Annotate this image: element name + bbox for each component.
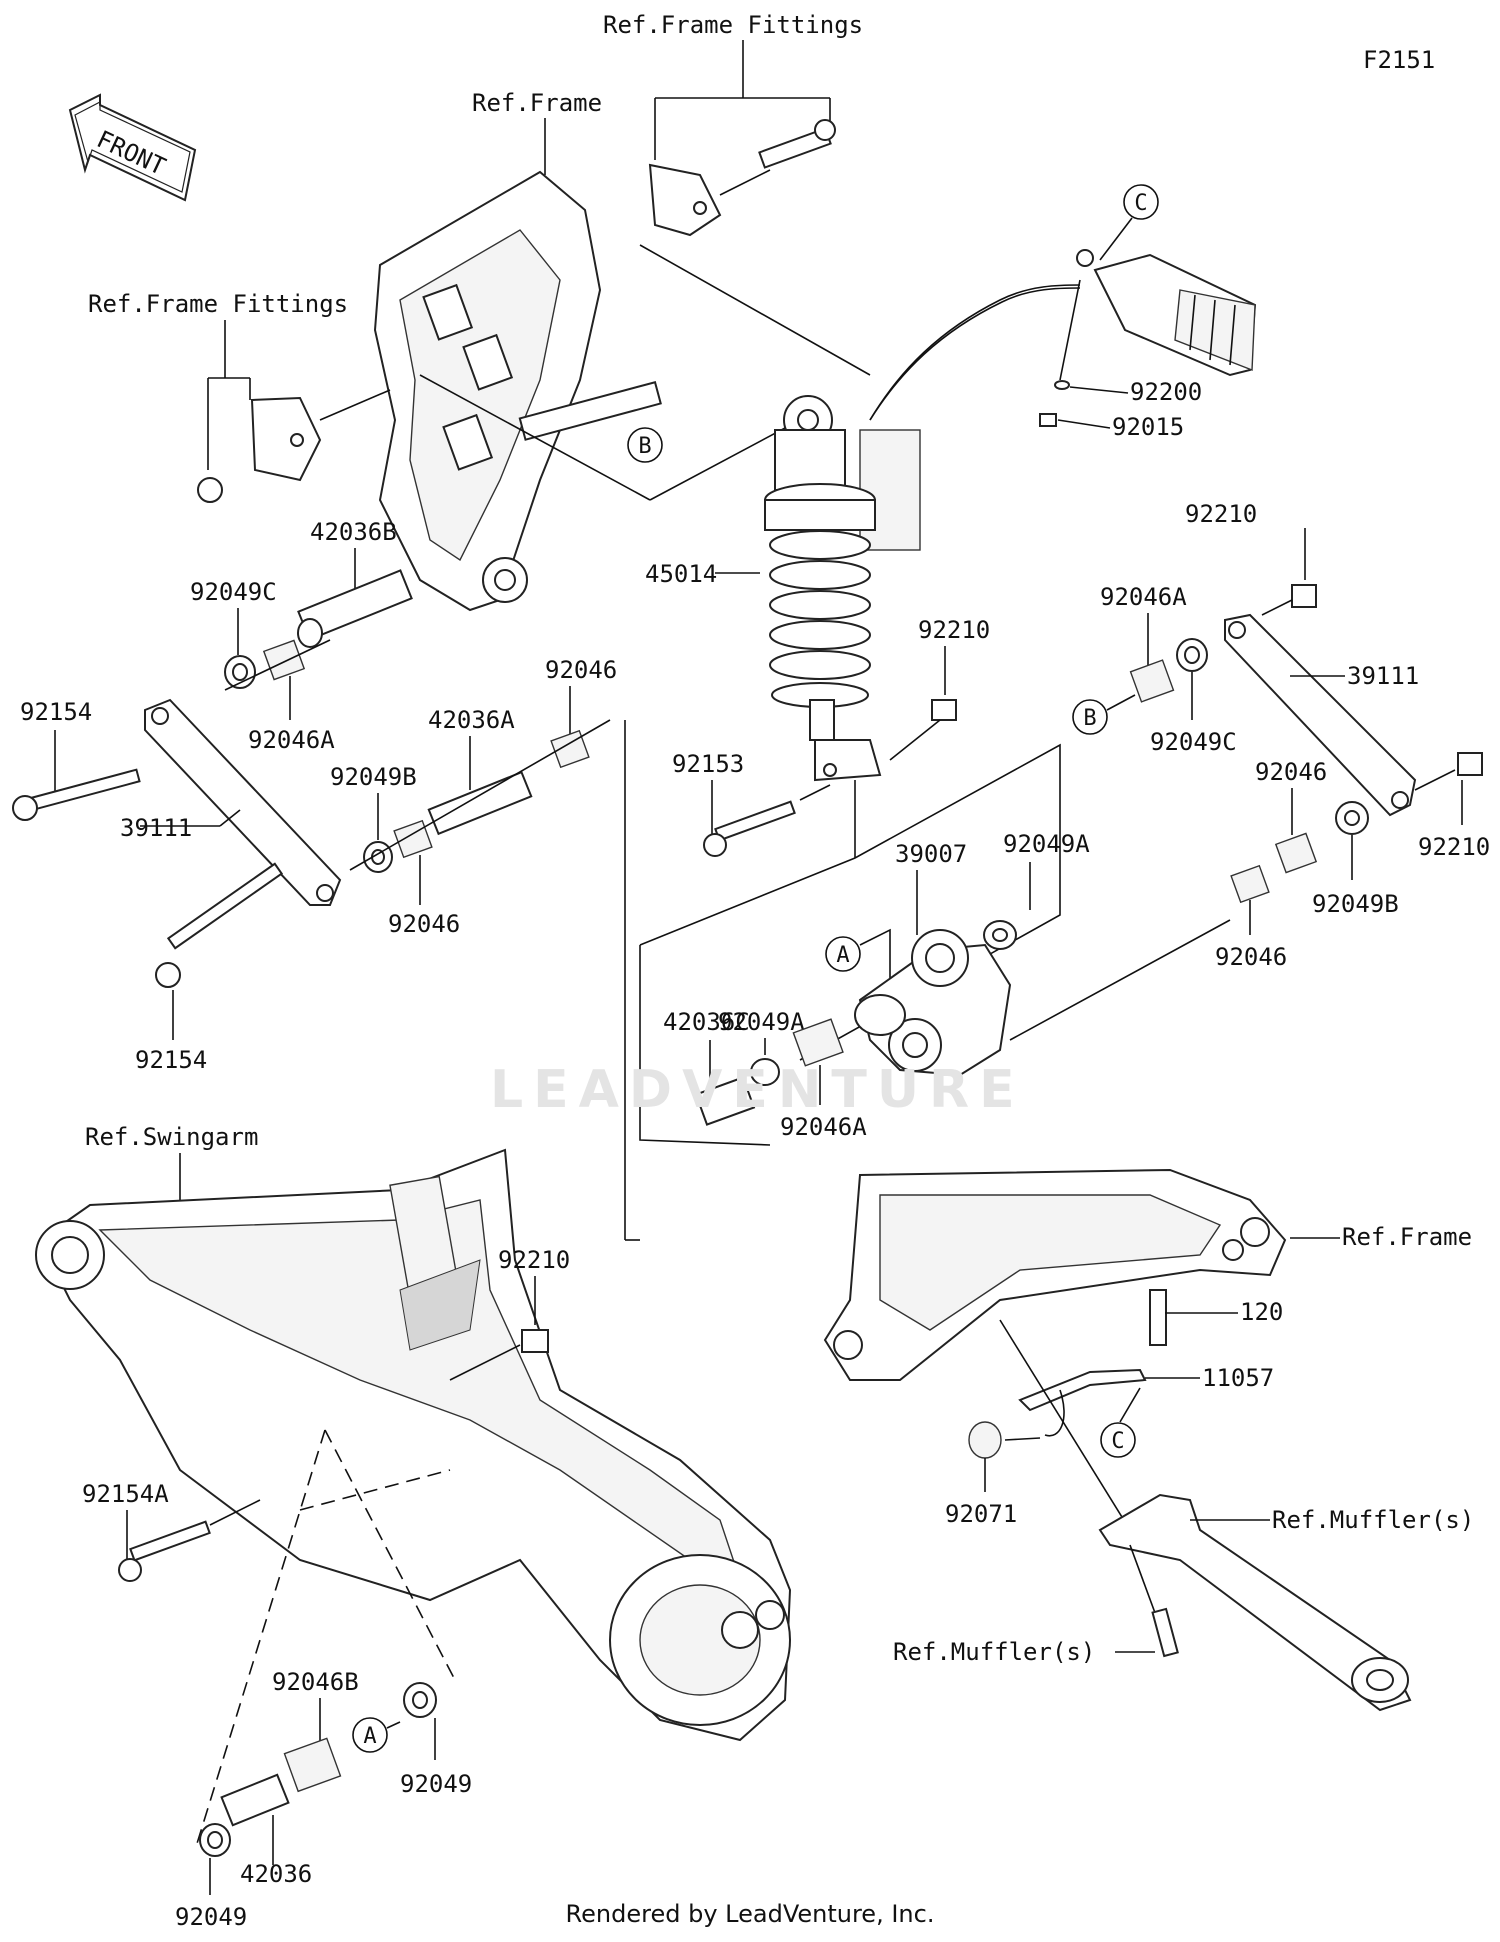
left-linkage-group: 42036B 92049C 92046A 92154 39111 92046 4… [12,518,617,1074]
part-number-label: 92210 [1418,833,1490,861]
part-number-label: 92046 [1215,943,1287,971]
part-number-label: 92049C [1150,728,1237,756]
part-number-label: 92210 [1185,500,1257,528]
watermark: LEADVENTURE [490,1060,1025,1120]
footer-credit: Rendered by LeadVenture, Inc. [565,1900,935,1928]
frame-fittings-top-group: Ref.Frame Fittings [603,11,871,376]
part-number-label: 92046B [272,1668,359,1696]
part-number-label: 92046 [1255,758,1327,786]
part-number-label: 42036 [240,1860,312,1888]
callout-letter: A [363,1724,376,1749]
ref-frame-top: Ref.Frame [472,89,602,117]
part-number-label: 92046A [1100,583,1187,611]
frame-fittings-left-group: Ref.Frame Fittings [88,290,391,503]
part-number-label: 42036A [428,706,515,734]
part-number-label: 92046 [545,656,617,684]
ref-frame-right: Ref.Frame [1342,1223,1472,1251]
ref-frame-fittings-top: Ref.Frame Fittings [603,11,863,39]
part-number-label: 92049C [190,578,277,606]
callout-letter: B [638,434,651,459]
center-linkage-group: 92210 92153 39007 92049A A 92049A [624,616,1231,1241]
part-number-label: 92210 [918,616,990,644]
right-linkage-group: 92210 92046A 92049C B 39111 92046 92210 … [1072,500,1490,971]
part-number-label: 92049A [1003,830,1090,858]
part-number-label: 92210 [498,1246,570,1274]
part-number-label: 92153 [672,750,744,778]
ref-muffler-2: Ref.Muffler(s) [893,1638,1095,1666]
callout-letter: A [836,943,849,968]
reservoir-adjuster: C 92200 92015 [1039,184,1257,441]
part-number-label: 39111 [1347,662,1419,690]
callout-letter: C [1111,1429,1124,1454]
part-number-label: 92071 [945,1500,1017,1528]
part-number-label: 39007 [895,840,967,868]
part-number-label: 45014 [645,560,717,588]
part-number-label: 92046A [248,726,335,754]
part-number-label: 92046 [388,910,460,938]
ref-muffler-1: Ref.Muffler(s) [1272,1506,1474,1534]
part-number-label: 42036C [663,1008,750,1036]
part-number-label: 92015 [1112,413,1184,441]
callout-b-mid: B [627,427,663,463]
part-number-label: 92200 [1130,378,1202,406]
part-number-label: 92154 [20,698,92,726]
part-number-label: 92049B [330,763,417,791]
part-number-label: 42036B [310,518,397,546]
ref-frame-fittings-left: Ref.Frame Fittings [88,290,348,318]
part-number-label: 11057 [1202,1364,1274,1392]
frame-top-group: Ref.Frame [373,89,801,612]
ref-swingarm: Ref.Swingarm [85,1123,258,1151]
part-number-label: 92049 [400,1770,472,1798]
callout-letter: B [1083,706,1096,731]
diagram-code: F2151 [1363,46,1435,74]
part-number-label: 92154 [135,1046,207,1074]
part-number-label: 92046A [780,1113,867,1141]
part-number-label: 92049 [175,1903,247,1931]
part-number-label: 120 [1240,1298,1283,1326]
part-number-label: 92049B [1312,890,1399,918]
lower-right-frame-group: Ref.Frame 120 11057 C 92071 Ref.Muffler(… [823,1168,1474,1712]
part-number-label: 92154A [82,1480,169,1508]
front-arrow-icon: FRONT [68,93,197,202]
shock-absorber: 45014 [645,284,1081,782]
part-number-label: 92049A [718,1008,805,1036]
callout-letter: C [1134,191,1147,216]
swingarm-group: Ref.Swingarm 92210 92154A 92046B A [35,1123,792,1931]
part-number-label: 39111 [120,814,192,842]
